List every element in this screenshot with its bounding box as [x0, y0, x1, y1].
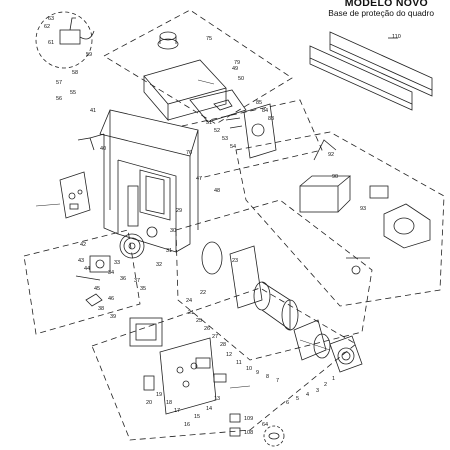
callout-54: 54 [230, 144, 236, 150]
callout-4: 4 [306, 392, 309, 398]
zone-outlines [23, 9, 445, 441]
callout-22: 22 [200, 290, 206, 296]
callout-21: 21 [188, 310, 194, 316]
callout-6: 6 [286, 400, 289, 406]
callout-labels: 110 63 62 61 59 58 57 55 56 23 22 24 21 … [44, 16, 401, 436]
callout-108: 108 [244, 430, 253, 436]
diagram-title: MODELO NOVO [344, 0, 428, 9]
callout-5: 5 [296, 396, 299, 402]
callout-85: 85 [256, 100, 262, 106]
callout-17: 17 [174, 408, 180, 414]
callout-34: 34 [108, 270, 114, 276]
leader-lines [35, 79, 331, 389]
callout-15: 15 [194, 414, 200, 420]
callout-39: 39 [110, 314, 116, 320]
generator-stack [201, 241, 363, 373]
callout-51: 51 [206, 120, 212, 126]
callout-61: 61 [48, 40, 54, 46]
callout-41: 41 [90, 108, 96, 114]
callout-1: 1 [332, 376, 335, 382]
callout-92: 92 [328, 152, 334, 158]
muffler [225, 103, 277, 159]
callout-10: 10 [246, 366, 252, 372]
callout-3: 3 [316, 388, 319, 394]
callout-12: 12 [226, 352, 232, 358]
callout-75: 75 [206, 36, 212, 42]
callout-79: 79 [234, 60, 240, 66]
wheel [119, 226, 158, 259]
callout-43: 43 [78, 258, 84, 264]
callout-14: 14 [206, 406, 212, 412]
callout-110: 110 [392, 34, 401, 40]
electrical-group [129, 317, 227, 415]
callout-63: 63 [48, 16, 54, 22]
callout-28: 28 [220, 342, 226, 348]
callout-24: 24 [186, 298, 192, 304]
callout-36: 36 [120, 276, 126, 282]
callout-35: 35 [140, 286, 146, 292]
callout-33: 33 [114, 260, 120, 266]
callout-52: 52 [214, 128, 220, 134]
callout-64: 64 [262, 422, 268, 428]
callout-45: 45 [94, 286, 100, 292]
callout-59: 59 [86, 52, 92, 58]
callout-7: 7 [276, 378, 279, 384]
callout-9: 9 [256, 370, 259, 376]
fuel-tank-assembly [143, 31, 247, 123]
callout-2: 2 [324, 382, 327, 388]
callout-29: 29 [176, 208, 182, 214]
callout-27: 27 [212, 334, 218, 340]
callout-56: 56 [56, 96, 62, 102]
frame-base-rails [309, 31, 433, 111]
callout-40: 40 [100, 146, 106, 152]
callout-49: 49 [232, 66, 238, 72]
callout-16: 16 [184, 422, 190, 428]
callout-57: 57 [56, 80, 62, 86]
callout-44: 44 [84, 266, 90, 272]
callout-19: 19 [156, 392, 162, 398]
control-panel [59, 171, 91, 219]
callout-42: 42 [80, 242, 86, 248]
callout-84: 84 [262, 108, 268, 114]
callout-23: 23 [232, 258, 238, 264]
callout-25: 25 [196, 318, 202, 324]
callout-50: 50 [238, 76, 244, 82]
callout-48: 48 [214, 188, 220, 194]
callout-20: 20 [146, 400, 152, 406]
callout-53: 53 [222, 136, 228, 142]
callout-18: 18 [166, 400, 172, 406]
callout-47: 47 [196, 176, 202, 182]
callout-83: 83 [268, 116, 274, 122]
callout-26: 26 [204, 326, 210, 332]
callout-55: 55 [70, 90, 76, 96]
callout-93: 93 [360, 206, 366, 212]
callout-109: 109 [244, 416, 253, 422]
callout-13: 13 [214, 396, 220, 402]
callout-30: 30 [170, 228, 176, 234]
callout-37: 37 [134, 278, 140, 284]
callout-11: 11 [236, 360, 242, 366]
callout-32: 32 [156, 262, 162, 268]
battery-group [299, 139, 431, 275]
callout-76: 76 [186, 150, 192, 156]
callout-31: 31 [166, 248, 172, 254]
callout-58: 58 [72, 70, 78, 76]
callout-90: 90 [332, 174, 338, 180]
callout-62: 62 [44, 24, 50, 30]
main-frame [77, 109, 199, 253]
callout-8: 8 [266, 374, 269, 380]
fuel-cap-detail [35, 11, 95, 69]
callout-38: 38 [98, 306, 104, 312]
fuel-valve [75, 255, 111, 307]
bottom-parts [229, 413, 285, 447]
callout-46: 46 [108, 296, 114, 302]
diagram-subtitle: Base de proteção do quadro [328, 8, 434, 18]
